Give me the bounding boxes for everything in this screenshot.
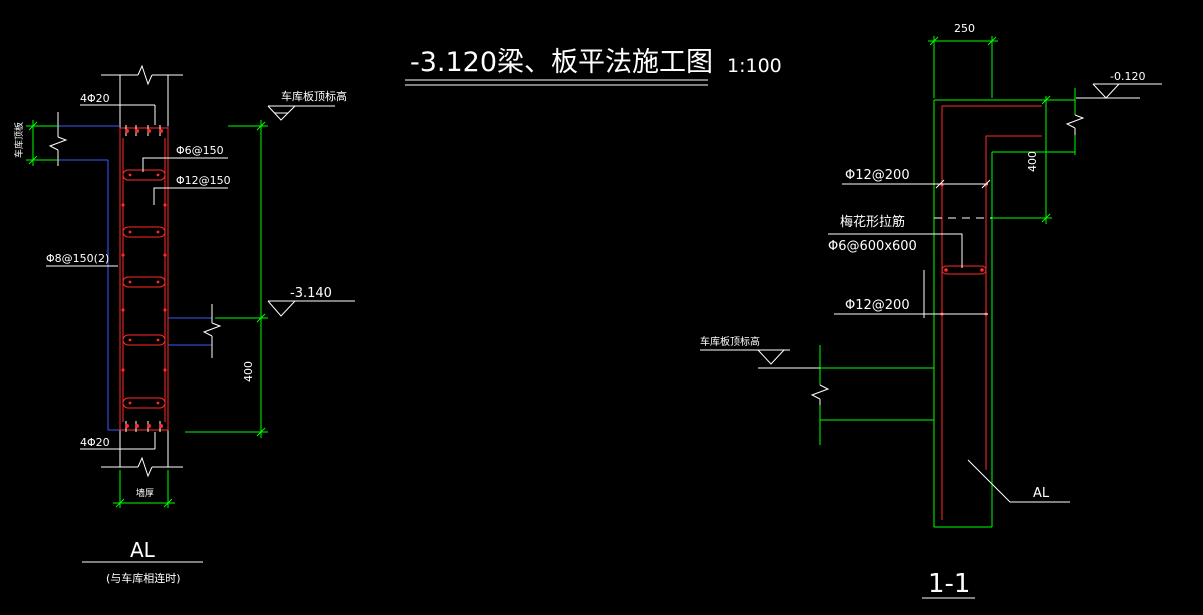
bottom-bars (125, 421, 163, 432)
stirrup-label: Φ8@150(2) (46, 252, 109, 265)
elevation-0120-label: -0.120 (1110, 70, 1145, 83)
title-block: -3.120梁、板平法施工图 1:100 (405, 47, 782, 86)
elevation-marker-3140: -3.140 (267, 286, 355, 317)
wall-thickness-dimension: 墙厚 (113, 470, 175, 508)
slab-break-left (48, 112, 68, 166)
right-rebar (940, 105, 1042, 520)
right-dimension-lines: 400 (185, 120, 268, 438)
top-250-dimension: 250 (928, 22, 998, 98)
right-400-dimension: 400 (992, 95, 1052, 224)
garage-slab-break (810, 384, 830, 405)
side-dimension: 车库顶板 (13, 120, 58, 166)
stirrups (122, 138, 166, 422)
section-label: 1-1 (928, 569, 970, 599)
bar-label-1: Φ12@200 (845, 168, 910, 183)
slab-top-label: 车库板顶标高 (281, 89, 347, 103)
slab-break-right (202, 304, 222, 358)
drawing-title: -3.120梁、板平法施工图 (410, 47, 713, 78)
tie-spec: Φ6@600x600 (828, 239, 917, 254)
left-detail-name: AL (130, 538, 156, 562)
side-label: 车库顶板 (13, 122, 25, 158)
right-slab-top-label: 车库板顶标高 (700, 335, 760, 348)
top-break-line (101, 64, 183, 128)
slab-outline (58, 125, 212, 431)
wall-thickness-label: 墙厚 (136, 487, 154, 499)
bottom-break-line (101, 430, 183, 478)
left-detail-subtitle: (与车库相连时) (106, 571, 181, 585)
wall-outline (933, 88, 1076, 528)
right-slab-break (1065, 114, 1085, 135)
tie-leaders: Φ6@150 Φ12@150 (142, 144, 231, 205)
right-slab-top-marker: 车库板顶标高 (700, 335, 820, 369)
drawing-scale: 1:100 (727, 55, 782, 77)
elevation-3140-label: -3.140 (290, 286, 332, 301)
al-leader: AL (967, 459, 1070, 503)
tie-label-1: Φ6@150 (176, 144, 224, 157)
garage-slab-lines (819, 345, 934, 445)
top-bars (125, 125, 163, 136)
right-detail: 250 (700, 22, 1162, 599)
top-bar-label: 4Φ20 (80, 92, 110, 105)
dim-250-label: 250 (954, 22, 975, 35)
side-bars (121, 173, 167, 405)
bar-label-2: Φ12@200 (845, 298, 910, 313)
al-label: AL (1033, 486, 1050, 501)
bottom-bar-label: 4Φ20 (80, 436, 110, 449)
left-detail-caption: AL (与车库相连时) (82, 538, 203, 585)
bar-leader-2: Φ12@200 (834, 270, 988, 318)
beam-section-outline (119, 127, 169, 431)
tie-name: 梅花形拉筋 (840, 214, 905, 230)
bar-leader-1: Φ12@200 (842, 168, 991, 189)
stirrup-leader: Φ8@150(2) (46, 252, 118, 267)
left-dim-400: 400 (242, 361, 255, 382)
right-dim-400: 400 (1026, 151, 1039, 172)
elevation-marker-0120: -0.120 (1076, 70, 1162, 99)
section-caption: 1-1 (922, 569, 975, 599)
slab-top-elevation-marker: 车库板顶标高 (267, 89, 347, 121)
bottom-bar-leader: 4Φ20 (80, 432, 156, 450)
tie-leader: 梅花形拉筋 Φ6@600x600 (828, 214, 963, 268)
top-bar-leader: 4Φ20 (80, 92, 156, 125)
tie-label-2: Φ12@150 (176, 174, 231, 187)
left-detail: 4Φ20 4Φ20 Φ6@150 Φ12@150 Φ8@150(2) 车 (13, 64, 355, 585)
